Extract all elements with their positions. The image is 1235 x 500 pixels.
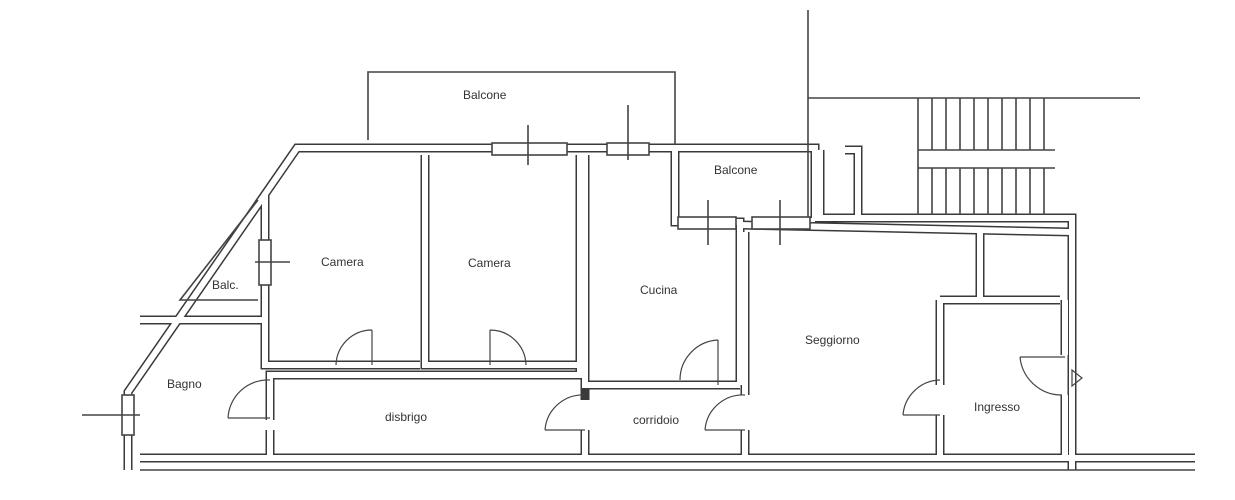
room-label-cucina: Cucina xyxy=(640,283,678,297)
room-label-ingresso: Ingresso xyxy=(974,400,1021,414)
room-label-disbrigo: disbrigo xyxy=(385,410,428,424)
room-label-camera-1: Camera xyxy=(321,255,364,269)
room-label-bagno: Bagno xyxy=(167,377,202,391)
room-label-balcone-top: Balcone xyxy=(463,88,507,102)
staircase xyxy=(807,10,1140,220)
doors xyxy=(227,329,1083,431)
windows xyxy=(82,105,811,436)
room-label-camera-2: Camera xyxy=(468,256,511,270)
room-label-balcone-right: Balcone xyxy=(714,163,758,177)
balconies xyxy=(178,71,676,301)
room-label-corridoio: corridoio xyxy=(633,413,680,427)
room-label-soggiorno: Seggiorno xyxy=(805,333,860,347)
room-label-balc: Balc. xyxy=(212,278,239,292)
